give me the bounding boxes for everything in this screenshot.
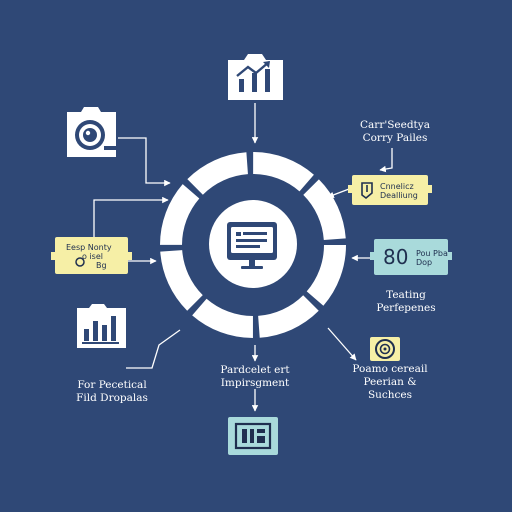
right-yellow-card-text: Cnnelicz Dealliung [380,182,418,200]
ring-segments [160,152,346,338]
bulb-icon [361,182,373,200]
left-card-line1: Eesp Nonty [66,243,112,252]
bottom-label-line1: Pardcelet ert [220,364,290,376]
right-label-line1: Teating [386,289,426,301]
connector-bottom-left [126,329,181,369]
right-yellow-card-line2: Dealliung [380,191,418,200]
bottom-label: Pardcelet ert Impirsgment [195,364,315,390]
bottom-label-line2: Impirsgment [220,377,290,389]
bottom-right-label-line1: Poamo cereail [352,363,428,375]
top-right-label-line2: Corry Pailes [362,132,428,144]
bottom-right-label-line3: Suchces [367,389,413,401]
right-yellow-card-line1: Cnnelicz [380,182,414,191]
bottom-left-label: For Pecetical Fild Dropalas [62,379,162,405]
film-frame-icon [228,417,278,455]
right-teal-card-text: Pou Pba Dop [416,249,448,267]
segmented-ring [160,152,346,338]
monitor-icon [227,222,277,269]
right-teal-card-big: 80 [383,245,409,269]
bottom-left-label-line2: Fild Dropalas [76,392,148,404]
left-card-text: Eesp Nonty o isel Bg [66,243,112,270]
connector-left-upper [93,196,169,237]
bottom-right-label: Poamo cereail Peerian & Suchces [345,363,435,402]
target-icon [370,337,400,361]
right-teal-card-line2: Dop [416,258,433,267]
left-card-line3: Bg [96,261,107,270]
bar-chart-icon [77,304,126,348]
left-card-line2: o isel [82,252,103,261]
connector-top-left [118,137,171,187]
bottom-right-label-line2: Peerian & [363,376,417,388]
center-hub [209,200,297,288]
left-card-shape [51,237,132,274]
right-teal-card-shape [370,239,452,275]
right-label-line2: Perfepenes [376,302,436,314]
right-teal-card-line1: Pou Pba [416,249,448,258]
bar-chart-up-icon [228,54,283,100]
bottom-left-label-line1: For Pecetical [77,379,147,391]
connector-bottom-right [327,327,357,361]
right-label: Teating Perfepenes [356,289,456,315]
camera-lens-icon [67,107,116,157]
connectors [93,103,393,412]
connector-top-right [379,148,393,173]
top-right-label-line1: Carr'Seedtya [360,119,430,131]
top-right-label: Carr'Seedtya Corry Pailes [350,119,440,145]
